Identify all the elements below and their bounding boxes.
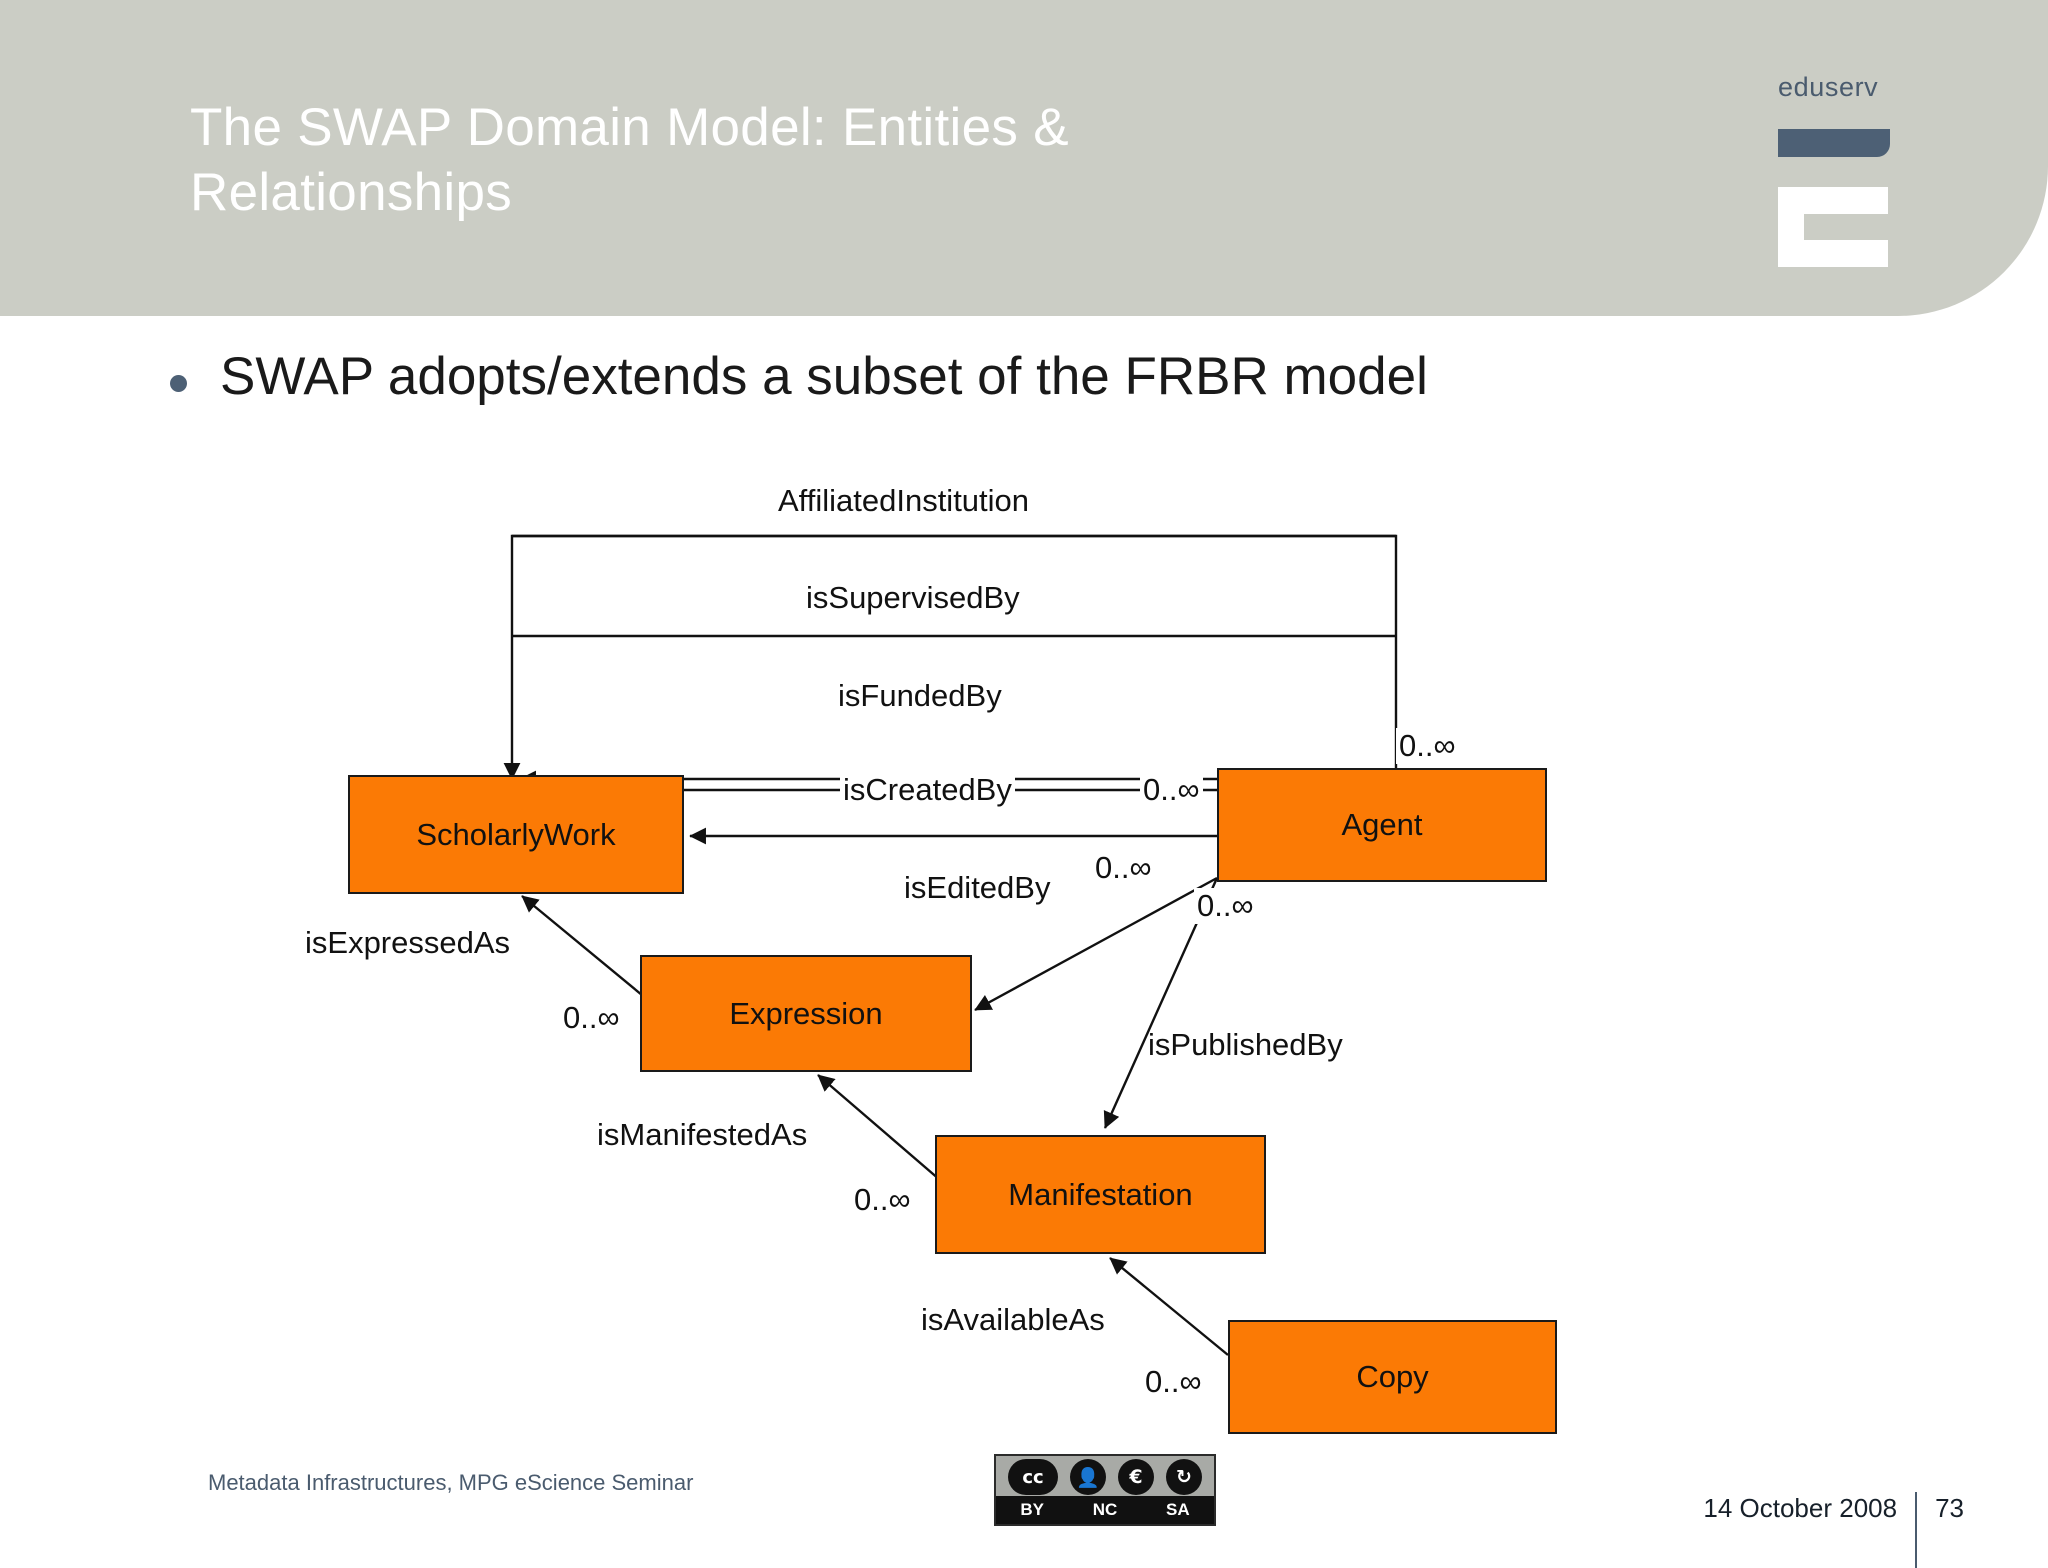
label-iseditedby: isEditedBy <box>904 870 1051 905</box>
entity-copy[interactable]: Copy <box>1228 1320 1557 1434</box>
label-issupervisedby: isSupervisedBy <box>806 580 1020 615</box>
footer-seminar-text: Metadata Infrastructures, MPG eScience S… <box>208 1470 694 1495</box>
cc-term-by: BY <box>1020 1500 1044 1519</box>
share-alike-icon: ↻ <box>1166 1459 1202 1495</box>
cc-term-nc: NC <box>1092 1500 1118 1519</box>
label-isavailableas: isAvailableAs <box>921 1302 1105 1337</box>
edge-ismanifestedas <box>817 1074 941 1181</box>
page-title: The SWAP Domain Model: Entities & Relati… <box>190 98 1069 222</box>
cardinality-ispublishedby: 0..∞ <box>1194 888 1257 924</box>
edge-ispublishedby <box>1103 877 1219 1129</box>
label-ismanifestedas: isManifestedAs <box>597 1117 808 1152</box>
cc-terms-row: BY NC SA <box>996 1496 1214 1524</box>
entity-manifestation[interactable]: Manifestation <box>935 1135 1266 1254</box>
footer-page-number: 73 <box>1935 1492 1964 1523</box>
euro-slash-icon: € <box>1118 1459 1154 1495</box>
cardinality-isexpressedas: 0..∞ <box>560 1000 623 1036</box>
logo-e-glyph-icon <box>1778 187 1888 267</box>
header-band <box>0 0 2048 316</box>
entity-expression-label: Expression <box>729 995 883 1031</box>
entity-scholarlywork[interactable]: ScholarlyWork <box>348 775 684 894</box>
person-icon: 👤 <box>1070 1459 1106 1495</box>
label-affiliatedinstitution: AffiliatedInstitution <box>778 483 1030 518</box>
label-iscreatedby: isCreatedBy <box>840 772 1015 808</box>
cc-logo-icon: cc <box>1008 1459 1058 1495</box>
cc-icon-row: cc 👤 € ↻ <box>996 1456 1214 1498</box>
entity-copy-label: Copy <box>1356 1359 1429 1394</box>
logo-bar-shape <box>1778 129 1890 157</box>
edge-affiliatedinstitution <box>503 534 1398 780</box>
label-isexpressedas: isExpressedAs <box>305 925 511 960</box>
logo-wordmark: eduserv <box>1778 72 1879 102</box>
cardinality-agent-top: 0..∞ <box>1396 728 1459 764</box>
cardinality-iscreatedby: 0..∞ <box>1140 772 1203 808</box>
label-ispublishedby: isPublishedBy <box>1148 1027 1343 1062</box>
bullet-dot-icon <box>170 375 187 392</box>
creative-commons-badge[interactable]: cc 👤 € ↻ BY NC SA <box>994 1454 1216 1526</box>
cardinality-iseditedby: 0..∞ <box>1092 850 1155 886</box>
cardinality-isavailableas: 0..∞ <box>1142 1364 1205 1400</box>
entity-expression[interactable]: Expression <box>640 955 972 1072</box>
edge-isexpressedas <box>521 895 649 1001</box>
edge-isavailableas <box>1109 1257 1229 1356</box>
entity-agent-label: Agent <box>1341 807 1423 842</box>
entity-manifestation-label: Manifestation <box>1008 1176 1193 1212</box>
bullet-text: SWAP adopts/extends a subset of the FRBR… <box>220 347 1428 406</box>
footer-divider <box>1915 1492 1918 1568</box>
cardinality-ismanifestedas: 0..∞ <box>851 1182 914 1218</box>
entity-scholarlywork-label: ScholarlyWork <box>416 816 616 852</box>
edge-iseditedby <box>974 876 1218 1012</box>
bullet-list-item: SWAP adopts/extends a subset of the FRBR… <box>170 347 1428 406</box>
entity-agent[interactable]: Agent <box>1217 768 1547 882</box>
cc-term-sa: SA <box>1165 1500 1190 1519</box>
label-isfundedby: isFundedBy <box>838 678 1002 713</box>
eduserv-logo: eduserv <box>1778 72 1908 267</box>
footer-meta: 14 October 2008 73 <box>1703 1470 1964 1568</box>
footer-date: 14 October 2008 <box>1703 1492 1898 1523</box>
